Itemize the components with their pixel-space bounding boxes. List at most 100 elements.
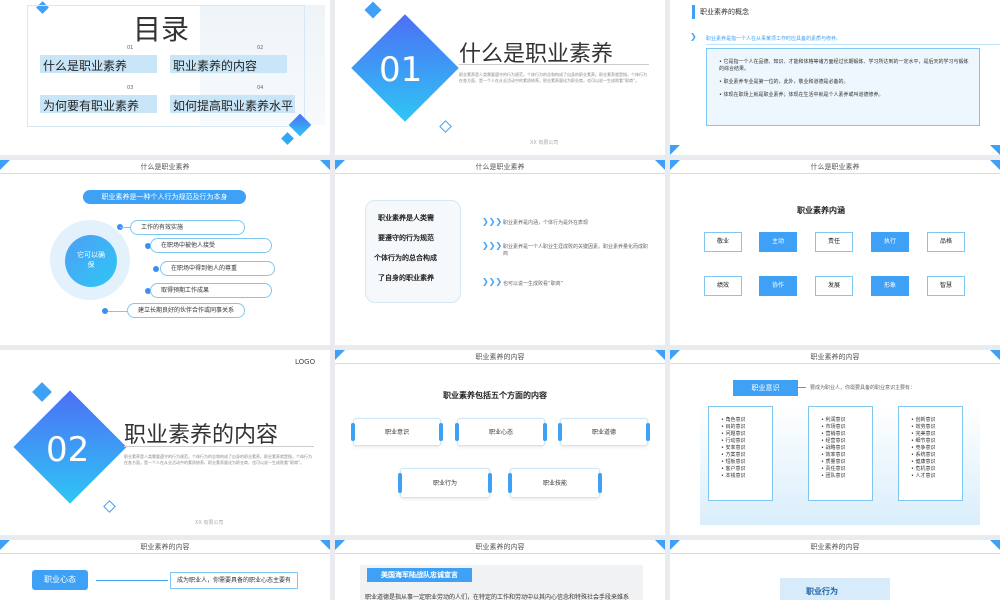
arrow-line (96, 580, 168, 581)
section-body: 职业素养是人类需要遵守的行为规范，个体行为的总和构成了自身的职业素养。职业素养就… (124, 454, 312, 465)
toc-item-1[interactable]: 什么是职业素养 (40, 55, 157, 73)
toc-num-1: 01 (127, 45, 134, 51)
point-text: 也可以说一生成败看“职商” (503, 281, 564, 287)
intro-underline (706, 44, 1000, 45)
toc-item-label: 什么是职业素养 (43, 59, 128, 73)
corner-decor (670, 540, 680, 550)
quote-line: 职业素养是人类需 (378, 214, 434, 222)
connector-line (108, 311, 130, 312)
list-item: 行动意识 (721, 438, 746, 445)
bullet-item: 它是指一个人在品德、知识、才能和体格等诸方面经过长期锻炼、学习所达到的一定水平，… (719, 59, 969, 73)
slide-header: 职业素养的内容 (335, 540, 665, 554)
slide-2-section-01[interactable]: 01 什么是职业素养 职业素养是人类需要遵守的行为规范，个体行为的总和构成了自身… (335, 0, 665, 155)
aspect-card: 职业道德 (558, 418, 650, 446)
slide-10-mindset[interactable]: 职业素养的内容 职业心态 成为职业人，你需要具备的职业心态主要有 (0, 540, 330, 600)
trait-box: 责任 (815, 232, 853, 252)
list-item: 在职场中得到他人的尊重 (160, 261, 275, 276)
list-item: 人才意识 (911, 473, 936, 480)
trait-box: 形象 (871, 276, 909, 296)
slide-heading: 职业素养的概念 (700, 8, 749, 16)
corner-decor (670, 160, 680, 170)
quote-line: 要遵守的行为规范 (378, 234, 434, 242)
decor-diamond (32, 382, 52, 402)
center-label: 它可以确保 (77, 251, 105, 269)
slide-9-awareness[interactable]: 职业素养的内容 职业意识 要成为职业人，你需要具备的职业意识主要有： 角色意识 … (670, 350, 1000, 535)
ethics-text: 职业道德是指从事一定职业劳动的人们，在特定的工作和劳动中以其内心信念和特殊社会手… (365, 594, 630, 600)
list-item: 营销意识 (821, 431, 846, 438)
trait-box: 主动 (759, 232, 797, 252)
toc-item-3[interactable]: 为何要有职业素养 (40, 95, 157, 113)
corner-decor (990, 540, 1000, 550)
slide-11-ethics[interactable]: 职业素养的内容 美国海军陆战队忠诚宣言 职业道德是指从事一定职业劳动的人们，在特… (335, 540, 665, 600)
arrow-line (798, 387, 806, 388)
toc-title: 目录 (133, 13, 190, 46)
slide-header: 职业素养的内容 (0, 540, 330, 554)
toc-item-4[interactable]: 如何提高职业素养水平 (170, 95, 295, 113)
aspect-card: 职业技能 (508, 468, 602, 498)
slide-5-definition[interactable]: 什么是职业素养 职业素养是人类需 要遵守的行为规范 个体行为的总合构成 了自身的… (335, 160, 665, 345)
trait-box: 智慧 (927, 276, 965, 296)
slide-8-five-aspects[interactable]: 职业素养的内容 职业素养包括五个方面的内容 职业意识 职业心态 职业道德 职业行… (335, 350, 665, 535)
list-item: 竞争意识 (911, 445, 936, 452)
corner-decor (335, 350, 345, 360)
aspect-card: 职业行为 (398, 468, 492, 498)
list-item: 在职场中被他人接受 (150, 238, 272, 253)
accent-bar (692, 5, 695, 19)
slide-1-toc[interactable]: 目录 01 02 什么是职业素养 职业素养的内容 03 04 为何要有职业素养 … (0, 0, 330, 155)
corner-decor (655, 160, 665, 170)
corner-decor (335, 160, 345, 170)
aspect-label: 职业意识 (384, 429, 409, 436)
mindset-text: 成为职业人，你需要具备的职业心态主要有 (170, 572, 298, 589)
trait-box: 执行 (871, 232, 909, 252)
point-text: 职业素养是一个人职业生涯成败的关键因素。职业素养量化而成职商 (503, 244, 649, 257)
bullet-item: 职业素养专业是第一位的，此外，敬业和道德是必备的。 (719, 79, 969, 86)
corner-decor (0, 160, 10, 170)
list-item: 效率意识 (821, 452, 846, 459)
toc-item-label: 如何提高职业素养水平 (173, 99, 294, 113)
slide-3-concept[interactable]: 职业素养的概念 ❯ 职业素养是指一个人在从事某项工作时应具备的素质与修养。 它是… (670, 0, 1000, 155)
section-panel (780, 578, 890, 600)
corner-decor (335, 540, 345, 550)
aspect-label: 职业心态 (488, 429, 513, 436)
toc-item-label: 为何要有职业素养 (43, 99, 140, 113)
section-tag: 职业行为 (806, 587, 838, 596)
section-number: 02 (46, 430, 90, 470)
list-item: 健康意识 (911, 459, 936, 466)
list-item: 建立长期良好的伙伴合作或同事关系 (127, 303, 245, 318)
list-item: 危机意识 (911, 466, 936, 473)
awareness-list: 创新意识 效劳意识 完美意识 细节意识 竞争意识 系统意识 健康意识 危机意识 … (911, 417, 936, 480)
corner-decor (990, 350, 1000, 360)
corner-decor (990, 145, 1000, 155)
slide-title: 职业素养包括五个方面的内容 (443, 391, 547, 400)
list-item: 团队意识 (821, 473, 846, 480)
list-item: 工作的有效实施 (130, 220, 245, 235)
list-item: 问题意识 (721, 431, 746, 438)
concept-box: 它是指一个人在品德、知识、才能和体格等诸方面经过长期锻炼、学习所达到的一定水平，… (706, 48, 980, 126)
bullet-item: 体现在职场上就是职业素养；体现在生活中就是个人素养或叫道德修养。 (719, 92, 969, 99)
decor-diamond-outline (439, 120, 452, 133)
list-item: 战略意识 (821, 445, 846, 452)
slide-7-section-02[interactable]: LOGO 02 职业素养的内容 职业素养是人类需要遵守的行为规范，个体行为的总和… (0, 350, 330, 535)
center-circle: 它可以确保 (65, 235, 117, 287)
list-item: 取得预期工作成果 (150, 283, 272, 298)
section-title: 什么是职业素养 (459, 42, 614, 67)
slide-title: 职业素养内涵 (797, 206, 845, 215)
list-item: 责任意识 (821, 466, 846, 473)
list-item: 效劳意识 (911, 424, 936, 431)
quote-box: 职业素养是人类需 要遵守的行为规范 个体行为的总合构成 了自身的职业素养 (365, 200, 461, 303)
aspect-card: 职业心态 (455, 418, 547, 446)
slide-6-connotation[interactable]: 什么是职业素养 职业素养内涵 敬业 主动 责任 执行 品格 绩效 协作 发展 形… (670, 160, 1000, 345)
quote-line: 了自身的职业素养 (378, 274, 434, 282)
awareness-list: 角色意识 目的意识 问题意识 行动意识 安率意识 方案意识 短板意识 客户意识 … (721, 417, 746, 480)
slide-4-behavior[interactable]: 什么是职业素养 职业素养是一种个人行为规范及行为本身 它可以确保 工作的有效实施… (0, 160, 330, 345)
aspect-card: 职业意识 (351, 418, 443, 446)
footer-company: XX 有限公司 (195, 520, 224, 526)
toc-item-2[interactable]: 职业素养的内容 (170, 55, 287, 73)
aspect-label: 职业行为 (432, 480, 457, 487)
corner-decor (0, 540, 10, 550)
corner-decor (670, 350, 680, 360)
quote-line: 个体行为的总合构成 (374, 254, 437, 262)
slide-header: 职业素养的内容 (670, 350, 1000, 364)
slide-12-behavior[interactable]: 职业素养的内容 职业行为 (670, 540, 1000, 600)
